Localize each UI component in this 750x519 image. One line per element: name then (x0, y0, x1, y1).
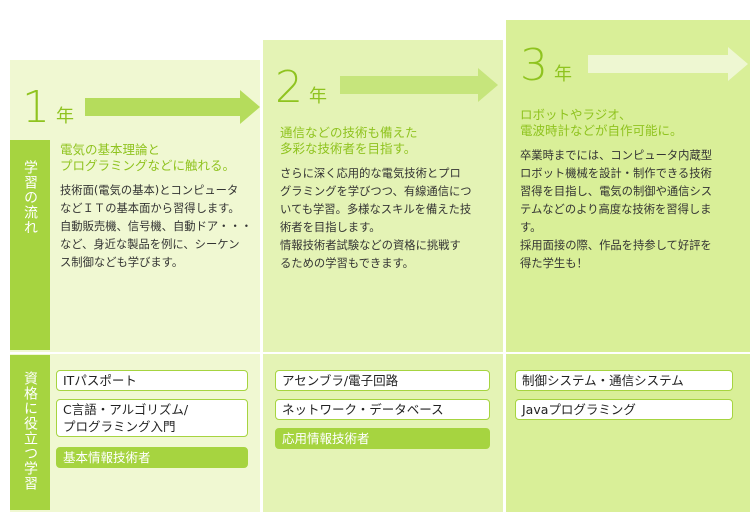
side-label-flow: 学習の流れ (10, 140, 50, 350)
year1-number: 1 (22, 82, 50, 133)
year2-body-line: 情報技術者試験などの資格に挑戦す (280, 239, 461, 252)
year1-body: 技術面(電気の基本)とコンピュータ などＩＴの基本面から習得します。 自動販売機… (60, 182, 252, 272)
year2-body-line: さらに深く応用的な電気技術とプロ (280, 167, 461, 180)
year1-body-line: 技術面(電気の基本)とコンピュータ (60, 184, 239, 197)
skill-assembler-circuit: アセンブラ/電子回路 (275, 370, 490, 391)
year1-body-line: など、身近な製品を例に、シーケン (60, 238, 240, 251)
year3-body-line: ロボット機械を設計・制作できる技術 (520, 167, 712, 180)
arrow-right-icon (85, 90, 260, 124)
year3-number: 3 (520, 40, 548, 91)
year2-subtitle: 通信などの技術も備えた 多彩な技術者を目指す。 (280, 125, 418, 157)
year2-number: 2 (275, 62, 303, 113)
skill-java-programming: Javaプログラミング (515, 399, 733, 420)
skill-network-database: ネットワーク・データベース (275, 399, 490, 420)
year3-column (506, 20, 750, 512)
year2-body-line: グラミングを学びつつ、有線通信につ (280, 185, 472, 198)
skill-c-algorithm: C言語・アルゴリズム/ プログラミング入門 (56, 399, 248, 437)
row-divider (10, 352, 750, 354)
year2-subtitle-line: 多彩な技術者を目指す。 (280, 141, 417, 156)
year1-unit: 年 (56, 106, 74, 127)
year1-subtitle-line: 電気の基本理論と (60, 142, 161, 157)
skill-fundamental-info-engineer: 基本情報技術者 (56, 447, 248, 468)
side-label-skills-text: 資格に役立つ学習 (22, 371, 38, 491)
skill-control-comm-systems: 制御システム・通信システム (515, 370, 733, 391)
year3-body: 卒業時までには、コンピュータ内蔵型 ロボット機械を設計・制作できる技術 習得を目… (520, 147, 712, 273)
year1-body-line: ス制御なども学びます。 (60, 256, 184, 269)
year1-subtitle-line: プログラミングなどに触れる。 (60, 158, 236, 173)
arrow-right-icon (340, 68, 498, 102)
skill-it-passport: ITパスポート (56, 370, 248, 391)
year3-subtitle: ロボットやラジオ、 電波時計などが自作可能に。 (520, 107, 683, 139)
year3-body-line: テムなどのより高度な技術を習得しま (520, 203, 712, 216)
year3-unit: 年 (554, 64, 572, 85)
year2-body: さらに深く応用的な電気技術とプロ グラミングを学びつつ、有線通信につ いても学習… (280, 165, 472, 273)
year3-subtitle-line: 電波時計などが自作可能に。 (520, 123, 683, 138)
skill-applied-info-engineer: 応用情報技術者 (275, 428, 490, 449)
year2-body-line: るための学習もできます。 (280, 257, 414, 270)
year1-body-line: などＩＴの基本面から習得します。 (60, 202, 240, 215)
year3-subtitle-line: ロボットやラジオ、 (520, 107, 632, 122)
year3-body-line: 卒業時までには、コンピュータ内蔵型 (520, 149, 713, 162)
year2-unit: 年 (309, 86, 327, 107)
side-label-skills: 資格に役立つ学習 (10, 355, 50, 510)
year3-body-line: 得た学生も！ (520, 257, 588, 270)
year2-body-line: いても学習。多様なスキルを備えた技 (280, 203, 472, 216)
year1-subtitle: 電気の基本理論と プログラミングなどに触れる。 (60, 142, 235, 174)
year3-body-line: す。 (520, 221, 542, 234)
arrow-right-icon (588, 47, 748, 81)
year1-body-line: 自動販売機、信号機、自動ドア・・・ (60, 220, 253, 233)
year2-subtitle-line: 通信などの技術も備えた (280, 125, 418, 140)
year3-body-line: 習得を目指し、電気の制御や通信シス (520, 185, 713, 198)
side-label-flow-text: 学習の流れ (22, 160, 38, 235)
year3-body-line: 採用面接の際、作品を持参して好評を (520, 239, 712, 252)
year2-body-line: 術者を目指します。 (280, 221, 381, 234)
